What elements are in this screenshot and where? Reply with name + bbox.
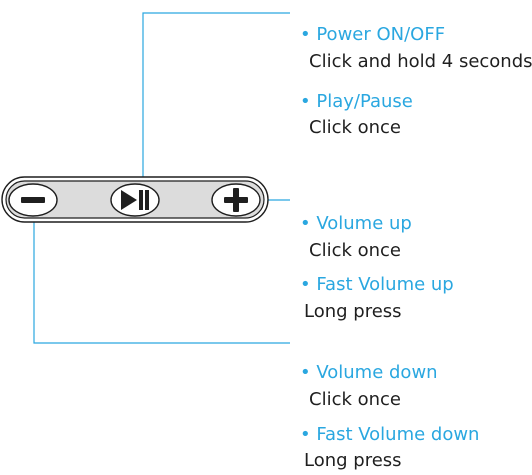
annotation-title: • Power ON/OFF [300, 24, 446, 45]
annotation-title: • Fast Volume up [300, 274, 454, 295]
annotation-desc: Click once [309, 240, 402, 261]
play-pause-button[interactable] [110, 183, 160, 217]
annotation-desc: Click once [309, 117, 402, 138]
play-pause-callout-line [142, 12, 290, 185]
annotation-title: • Volume down [300, 362, 438, 383]
annotation-desc: Long press [304, 301, 402, 322]
remote-control [1, 176, 269, 223]
minus-icon [21, 197, 45, 203]
annotation-title: • Volume up [300, 213, 412, 234]
play-pause-icon [121, 190, 149, 210]
annotation-desc: Click once [309, 389, 402, 410]
annotation-desc: Long press [304, 450, 402, 471]
annotation-title: • Play/Pause [300, 91, 413, 112]
annotation-desc: Click and hold 4 seconds [309, 51, 532, 72]
plus-button[interactable] [211, 183, 261, 217]
plus-icon [224, 188, 248, 212]
annotation-title: • Fast Volume down [300, 424, 480, 445]
minus-button[interactable] [8, 183, 58, 217]
minus-callout-line [33, 200, 290, 344]
